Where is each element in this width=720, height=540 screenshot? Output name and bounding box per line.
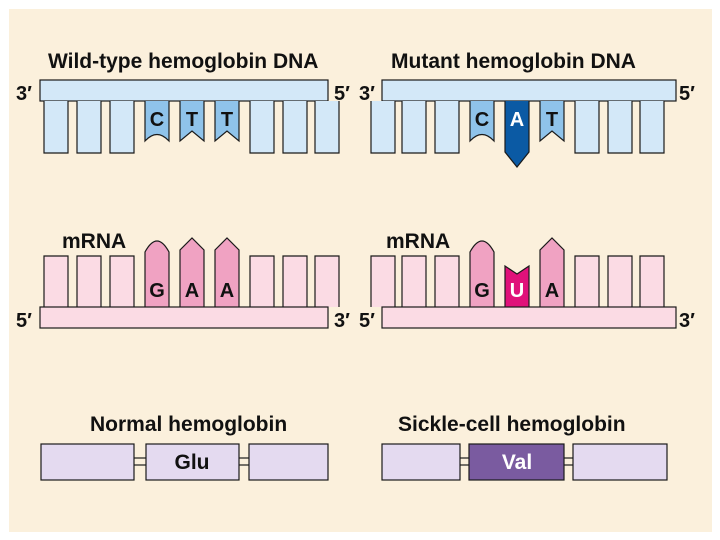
mutant-dna-base-2 bbox=[504, 101, 530, 168]
wild-dna-base-2: T bbox=[186, 109, 198, 131]
mutant-mrna-base-1: G bbox=[474, 280, 490, 302]
wild-mrna-base-2: A bbox=[185, 280, 199, 302]
mutant-mrna-base-plain bbox=[370, 255, 396, 307]
wild-dna-base-plain bbox=[314, 101, 340, 154]
wild-mrna-base-3: A bbox=[220, 280, 234, 302]
normal-protein-residue-box bbox=[40, 443, 135, 481]
normal-protein-amino-acid-box bbox=[145, 443, 240, 481]
mutant-dna-base-plain bbox=[434, 101, 460, 154]
diagram-labels: Wild-type hemoglobin DNA Mutant hemoglob… bbox=[16, 50, 695, 474]
mutant-dna-right-end: 5′ bbox=[679, 83, 695, 105]
normal-protein-title: Normal hemoglobin bbox=[90, 413, 287, 436]
wild-mrna-left-end: 5′ bbox=[16, 310, 32, 332]
wild-dna-base-plain bbox=[282, 101, 308, 154]
sickle-amino-acid: Val bbox=[502, 451, 532, 474]
wild-dna-base-3 bbox=[214, 101, 240, 143]
mutant-mrna-right-end: 3′ bbox=[679, 310, 695, 332]
wild-mrna-base-1: G bbox=[149, 280, 165, 302]
wild-mrna-base-3 bbox=[214, 237, 240, 307]
wild-mrna-backbone bbox=[39, 306, 329, 329]
diagram-shapes bbox=[39, 79, 677, 481]
mutant-mrna-base-3 bbox=[539, 237, 565, 307]
mutant-dna-base-3: T bbox=[546, 109, 558, 131]
normal-amino-acid: Glu bbox=[175, 451, 210, 474]
mutant-dna-left-end: 3′ bbox=[359, 83, 375, 105]
mutant-mrna-base-2 bbox=[504, 264, 530, 307]
mutant-mrna-left-end: 5′ bbox=[359, 310, 375, 332]
mutant-mrna-base-1 bbox=[469, 240, 495, 307]
wild-mrna-base-plain bbox=[314, 255, 340, 307]
wild-dna-title: Wild-type hemoglobin DNA bbox=[48, 50, 318, 73]
mutant-dna-base-plain bbox=[574, 101, 600, 154]
mutant-mrna-base-3: A bbox=[545, 280, 559, 302]
sickle-protein-residue-box bbox=[381, 443, 461, 481]
mutant-dna-base-plain bbox=[401, 101, 427, 154]
wild-dna-base-2 bbox=[179, 101, 205, 143]
wild-mrna-base-plain bbox=[282, 255, 308, 307]
normal-protein-residue-box bbox=[248, 443, 329, 481]
mutant-mrna-base-2: U bbox=[510, 280, 524, 302]
mutant-dna-backbone bbox=[381, 79, 677, 102]
wild-dna-base-1: C bbox=[150, 109, 164, 131]
mutant-mrna-base-plain bbox=[401, 255, 427, 307]
mutant-mrna-base-plain bbox=[434, 255, 460, 307]
mutant-dna-base-plain bbox=[370, 101, 396, 154]
mutant-mrna-backbone bbox=[381, 306, 677, 329]
mutant-mrna-base-plain bbox=[607, 255, 633, 307]
mutant-dna-base-plain bbox=[639, 101, 665, 154]
wild-mrna-base-plain bbox=[43, 255, 69, 307]
wild-mrna-base-1 bbox=[144, 240, 170, 307]
wild-dna-base-1 bbox=[144, 101, 170, 143]
mutant-mrna-base-plain bbox=[574, 255, 600, 307]
wild-dna-base-plain bbox=[109, 101, 135, 154]
wild-dna-base-plain bbox=[76, 101, 102, 154]
sickle-protein-residue-box bbox=[572, 443, 668, 481]
mutant-mrna-title: mRNA bbox=[386, 230, 450, 253]
mutant-mrna-base-plain bbox=[639, 255, 665, 307]
sickle-protein-title: Sickle-cell hemoglobin bbox=[398, 413, 626, 436]
wild-mrna-base-plain bbox=[109, 255, 135, 307]
mutant-dna-base-1 bbox=[469, 101, 495, 143]
wild-dna-right-end: 5′ bbox=[334, 83, 350, 105]
wild-dna-base-3: T bbox=[221, 109, 233, 131]
wild-dna-base-plain bbox=[43, 101, 69, 154]
wild-dna-backbone bbox=[39, 79, 329, 102]
wild-mrna-title: mRNA bbox=[62, 230, 126, 253]
mutant-dna-base-2: A bbox=[510, 109, 524, 131]
wild-mrna-right-end: 3′ bbox=[334, 310, 350, 332]
wild-mrna-base-2 bbox=[179, 237, 205, 307]
mutant-dna-base-1: C bbox=[475, 109, 489, 131]
wild-mrna-base-plain bbox=[249, 255, 275, 307]
wild-dna-left-end: 3′ bbox=[16, 83, 32, 105]
sickle-protein-amino-acid-box bbox=[468, 443, 565, 481]
wild-mrna-base-plain bbox=[76, 255, 102, 307]
mutant-dna-base-plain bbox=[607, 101, 633, 154]
mutant-dna-title: Mutant hemoglobin DNA bbox=[391, 50, 636, 73]
mutant-dna-base-3 bbox=[539, 101, 565, 143]
wild-dna-base-plain bbox=[249, 101, 275, 154]
